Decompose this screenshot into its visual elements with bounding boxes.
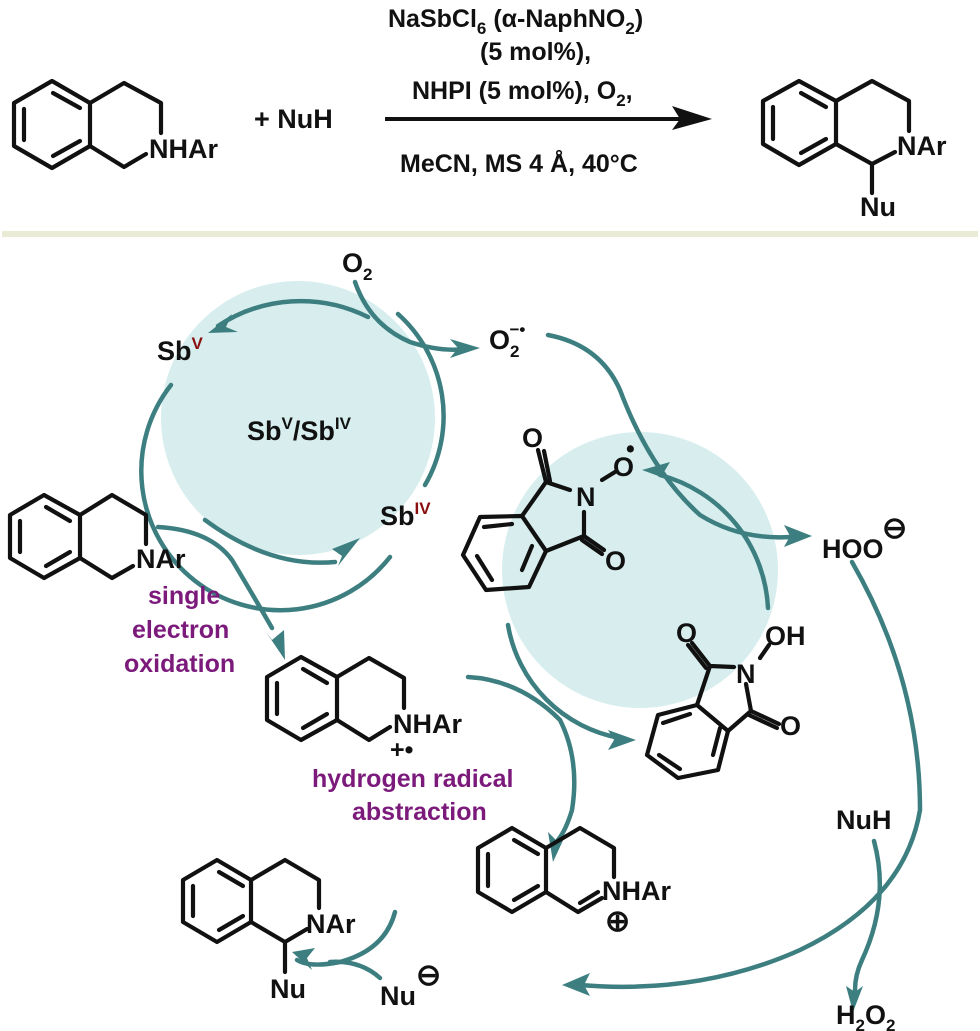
sb-cycle-arrowhead-icon [208,314,238,333]
n-o-bond [599,469,618,483]
nhpi-arrowhead-icon [608,730,636,750]
hydroperoxide-label: HOO [822,534,884,564]
sb-cycle-arc-left [139,382,393,613]
aromatic-double-bonds [17,504,73,569]
pino-n-label: N [576,482,596,512]
final-product-nu-label: Nu [270,974,306,1004]
h2o2-label: H2O2 [836,1000,895,1031]
aromatic-double-bonds [656,711,723,772]
nhpi: N OH O O [644,618,806,781]
aromatic-double-bonds [274,666,330,731]
nhpi-n-label: N [736,659,756,689]
product-nar-label: NAr [897,131,947,161]
pino-arrowhead-icon [642,462,672,481]
h2o2-arrowhead-icon [846,986,863,1012]
superoxide-label: O2−• [489,320,525,361]
imide-ring [685,640,782,734]
radical-cation-charge: +• [390,736,413,764]
catalyst-label: NaSbCl6 (α-NaphNO2) [388,5,643,38]
mechanism-final-product: NAr Nu [180,857,356,1004]
sb-cycle-arc-top [215,298,371,329]
o2-label: O2 [342,248,372,284]
reaction-arrowhead-icon [672,106,712,130]
step1-label-line2: electron [132,616,229,644]
piperidine-ring [87,80,164,170]
cocatalyst-label: NHPI (5 mol%), O2, [412,77,633,110]
nucleophile-arrowhead-icon [562,973,590,996]
imide-ring [519,447,607,557]
aromatic-double-bonds [190,869,246,933]
nuh-to-h2o2-arrow [852,838,883,993]
mechanism-amine: NAr [7,492,186,581]
piperidine-ring [833,78,912,196]
piperidine-ring [334,655,407,743]
pino-radical-dot: • [626,435,635,463]
dihydro-ring [543,825,617,915]
piperidine-ring [248,857,322,975]
n-oh-bond [757,642,772,661]
iminium-charge-icon: ⊕ [605,905,630,938]
hydroperoxide-arrowhead-icon [784,525,812,547]
radical-cation-nhar-label: NHAr [393,709,462,739]
o2-in-arrow [352,279,468,352]
radical-cation: NHAr +• [264,654,462,764]
pino-radical: N O • O O [460,423,635,593]
oxidation-arrowhead-icon [266,630,285,660]
nuh-label: NuH [836,805,892,835]
reaction-conditions: NaSbCl6 (α-NaphNO2) (5 mol%), NHPI (5 mo… [388,5,643,178]
reactant-nhar-label: NHAr [149,134,218,164]
o2-arrowhead-icon [450,339,480,358]
product-nu-label: Nu [860,192,896,222]
nucleophile-charge-icon: ⊖ [416,959,441,992]
sb-iv-label: SbIV [380,499,431,531]
reactant-tetrahydroisoquinoline: NHAr [11,78,218,171]
iminium-ion: NHAr ⊕ [475,825,671,938]
step2-label-line2: abstraction [352,798,487,826]
nucleophile-label: Nu [380,981,416,1011]
sb-reduction-arrow [202,517,338,565]
catalyst-loading-label: (5 mol%), [480,38,591,66]
step1-label-line3: oxidation [124,650,235,678]
aromatic-double-bonds [21,90,83,159]
amine-nar-label: NAr [136,544,186,574]
nhpi-carbonyl-o-bottom: O [780,711,801,741]
sb-cycle-arc-right [395,311,446,488]
sb-v-label: SbV [157,334,204,366]
sb-cycle-center-label: SbV/SbIV [247,414,352,446]
aromatic-double-bonds [474,521,535,583]
deprotonation-arrow [577,559,923,990]
hat-arrow [465,674,577,843]
section-divider [2,231,978,237]
iminium-nhar-label: NHAr [602,876,671,906]
aromatic-double-bonds [485,837,541,903]
plus-nuh-label: + NuH [254,104,333,134]
pino-carbonyl-o-top: O [522,423,543,453]
nhpi-cycle-disc [502,432,778,708]
solvent-conditions-label: MeCN, MS 4 Å, 40°C [400,149,638,178]
nhpi-cycle-arc-left [505,622,623,741]
sb-cycle-disc [161,281,435,555]
product-arrowhead-icon [292,948,315,970]
addition-arrow-from-nucleophile [327,959,383,981]
aromatic-double-bonds [770,90,829,156]
nhpi-carbonyl-o-top: O [676,618,697,648]
final-product-nar-label: NAr [306,909,356,939]
product-tetrahydroisoquinoline: NAr Nu [760,78,947,222]
nhpi-cycle-arc-right [657,472,771,611]
pino-o-label: O [613,452,634,482]
superoxide-to-hydroperoxide-arrow [545,332,793,540]
nhpi-oh-label: OH [765,621,806,651]
step2-label-line1: hydrogen radical [312,765,513,793]
hydroperoxide-charge-icon: ⊖ [882,512,907,545]
oxidation-arrow [155,524,275,631]
pino-carbonyl-o-bottom: O [605,546,626,576]
piperidine-ring [77,492,149,581]
step1-label-line1: single [148,582,220,610]
sb-iv-arrowhead-icon [332,538,360,566]
